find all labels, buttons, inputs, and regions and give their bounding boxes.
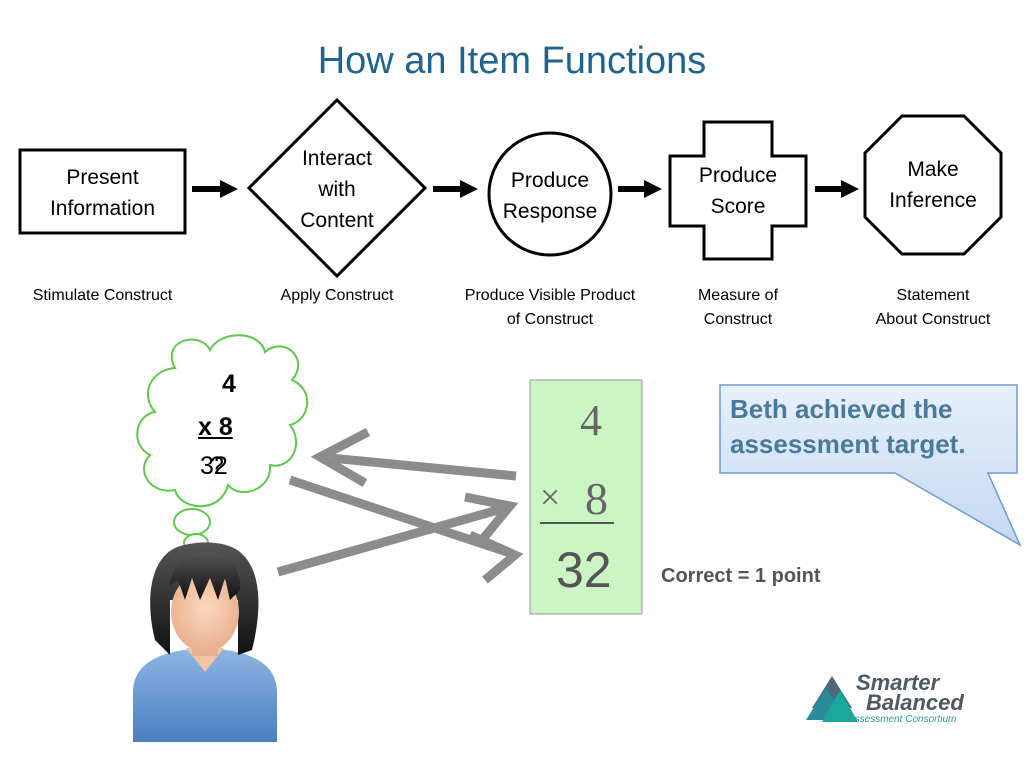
card-answer: 32 — [556, 542, 612, 598]
card-multiplier: 8 — [585, 473, 608, 524]
flow-step-produce-response: Produce Response — [502, 169, 598, 223]
caption-produce-visible-product: Produce Visible Product of Construct — [464, 287, 636, 328]
response-card — [529, 379, 643, 615]
make-inference-octagon — [863, 114, 1003, 256]
flow-step-make-inference: Make Inference — [889, 158, 977, 212]
thought-multiplier: x 8 — [198, 413, 233, 441]
score-text: Correct = 1 point — [661, 565, 821, 587]
page-title: How an Item Functions — [317, 40, 707, 82]
interact-diamond — [246, 97, 428, 279]
flow-arrow — [433, 180, 478, 198]
student-avatar — [133, 542, 277, 742]
present-information-box — [18, 148, 187, 235]
gray-arrow-card-to-bubble — [310, 428, 517, 487]
thought-answer: 32 ? — [200, 452, 228, 481]
caption-measure-of-construct: Measure of Construct — [697, 287, 779, 328]
flow-step-interact-with-content: Interact with Content — [300, 147, 374, 232]
flow-step-produce-score: Produce Score — [698, 164, 778, 218]
flow-arrow — [618, 180, 662, 198]
thought-question-mark: ? — [210, 452, 224, 480]
callout-box — [719, 384, 1022, 547]
thought-answer-value: 32 — [200, 452, 228, 480]
thought-number-top: 4 — [222, 370, 236, 398]
card-top-number: 4 — [580, 396, 602, 445]
logo-consortium: Assessment Consortium — [848, 714, 957, 725]
callout-text: Beth achieved the assessment target. — [730, 394, 966, 459]
logo-smarter: Smarter — [856, 670, 940, 695]
card-multiply-sign: × — [540, 477, 561, 517]
caption-stimulate-construct: Stimulate Construct — [32, 287, 173, 304]
gray-arrow-bubble-to-card — [288, 475, 524, 584]
caption-statement-about-construct: Statement About Construct — [875, 287, 991, 328]
logo-balanced: Balanced — [866, 690, 964, 715]
produce-response-circle — [487, 131, 613, 257]
flow-arrow — [815, 180, 859, 198]
flow-arrow — [192, 180, 238, 198]
caption-apply-construct: Apply Construct — [280, 287, 394, 304]
gray-arrow-person-to-card — [276, 492, 519, 577]
smarter-balanced-logo-mark — [806, 676, 858, 722]
thought-bubble — [136, 334, 309, 553]
produce-score-plus — [668, 120, 808, 261]
flow-step-present-information: Present Information — [49, 166, 156, 220]
